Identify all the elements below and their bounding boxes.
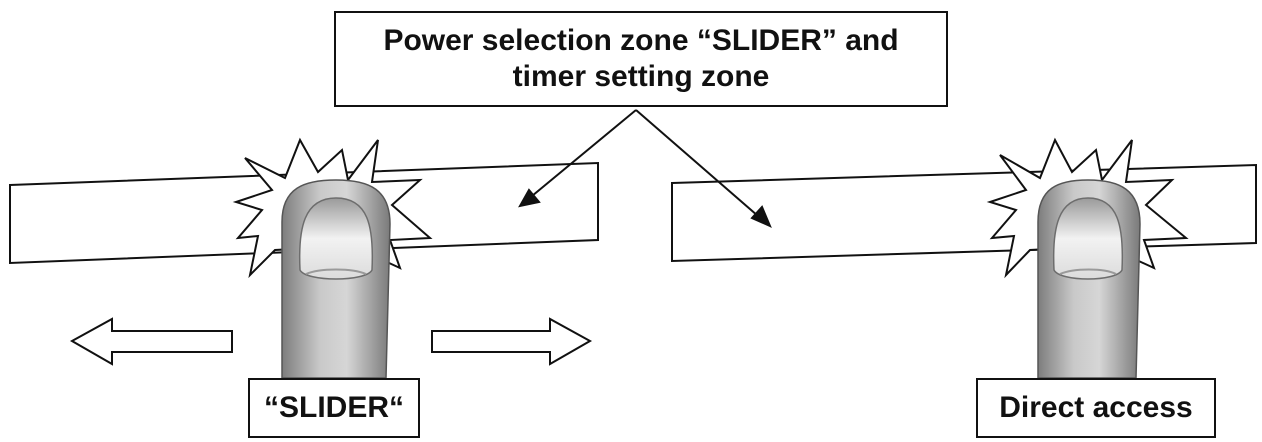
callout-line-1: Power selection zone “SLIDER” and (383, 24, 899, 57)
finger-press-icon (281, 179, 391, 379)
arrow-right-icon (431, 317, 593, 366)
arrow-left-icon (69, 317, 233, 366)
callout-pointers (518, 109, 772, 228)
zone-callout-box: Power selection zone “SLIDER” and timer … (334, 11, 948, 107)
direct-access-label: Direct access (976, 378, 1216, 438)
slider-label: “SLIDER“ (248, 378, 420, 438)
finger-press-icon (1037, 179, 1141, 379)
callout-line-2: timer setting zone (512, 60, 770, 93)
